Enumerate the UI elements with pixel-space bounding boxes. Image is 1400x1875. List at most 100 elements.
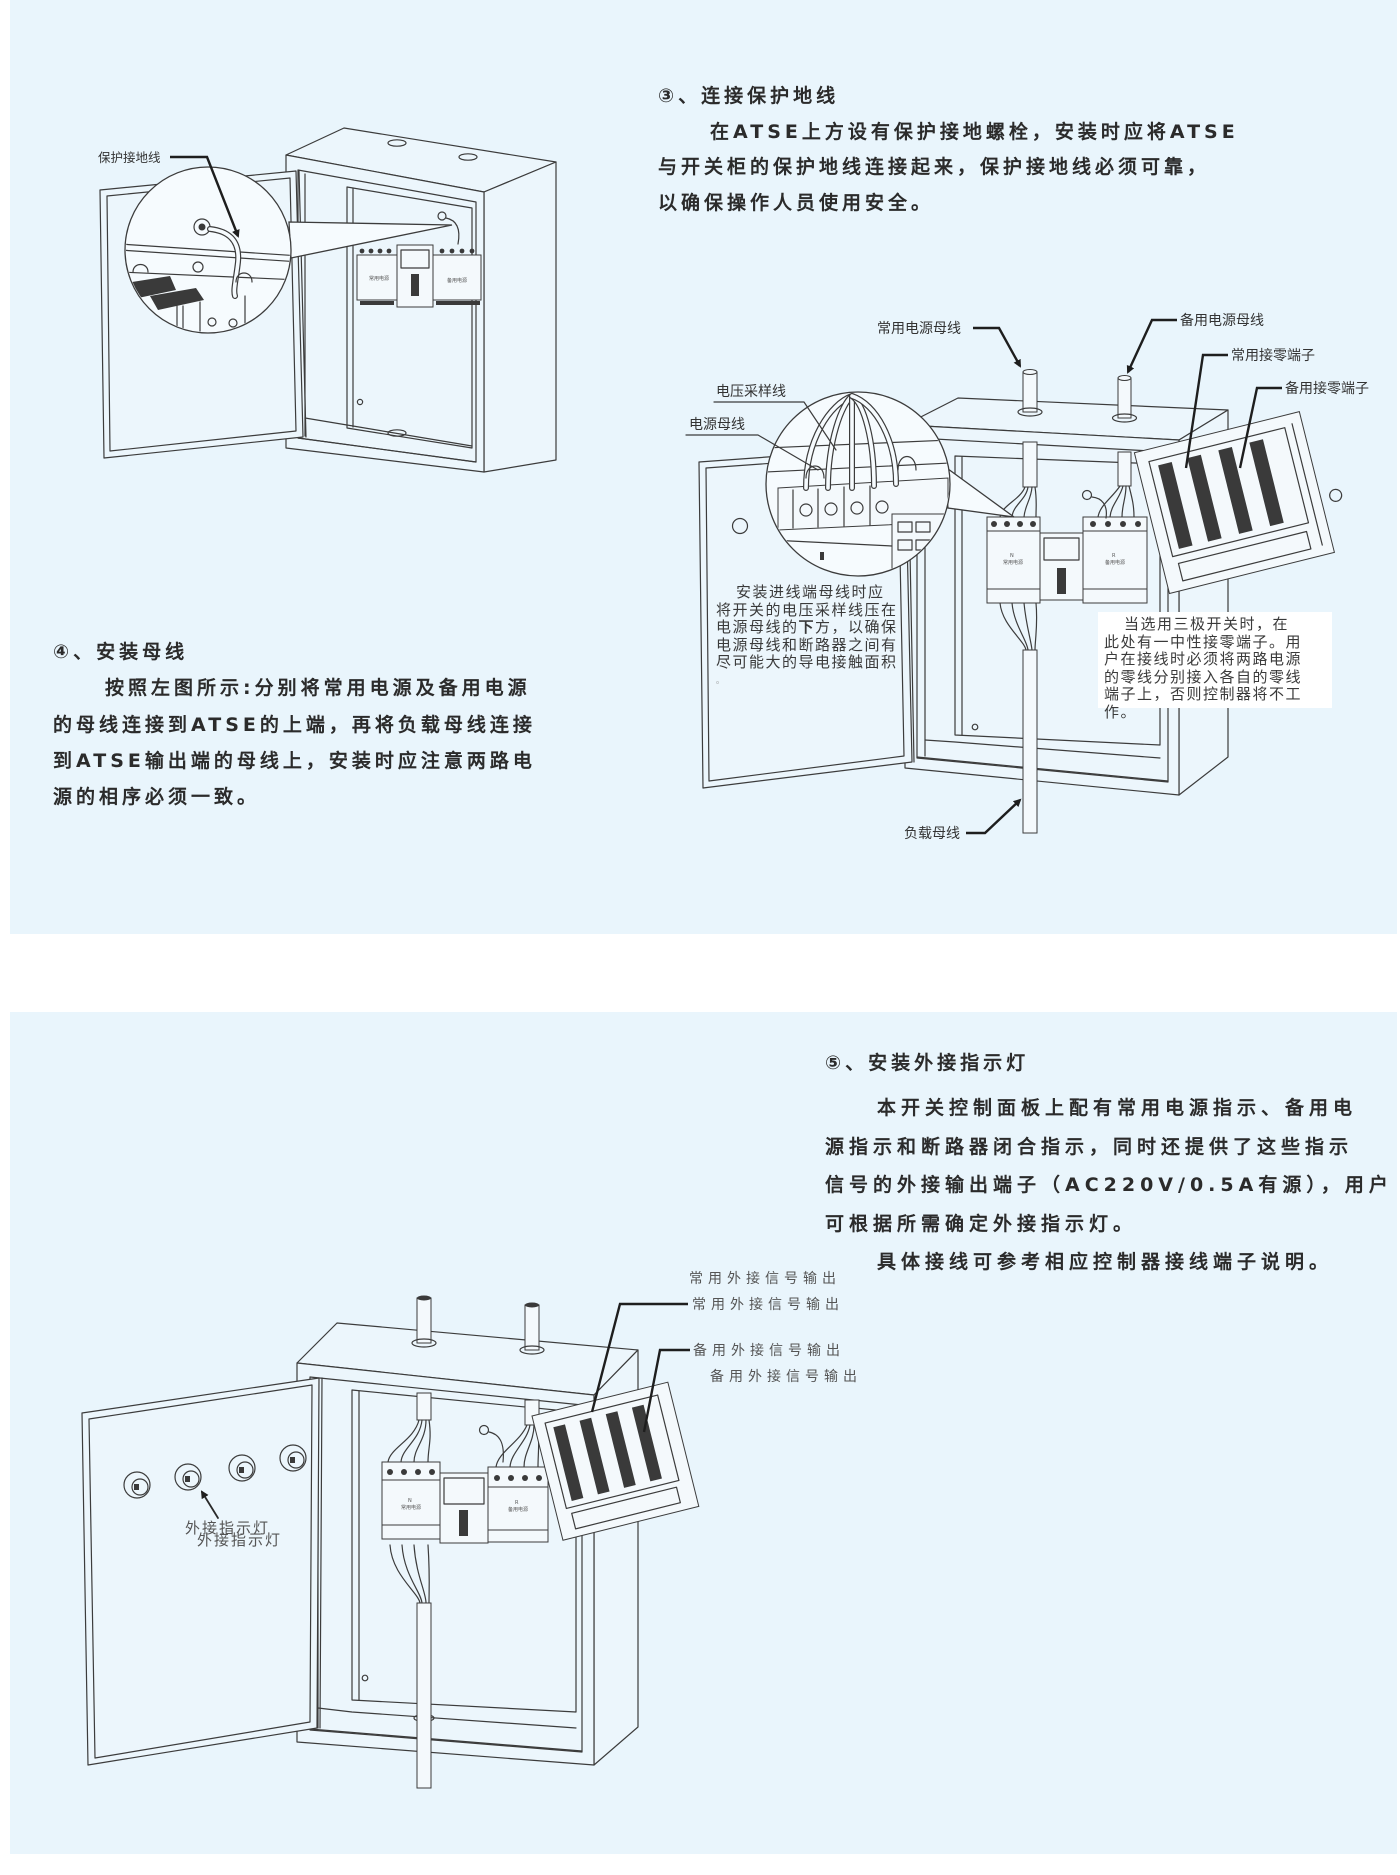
load-wire xyxy=(1023,602,1033,651)
atse-module-label: 备用电源 xyxy=(1105,559,1125,566)
callout-backup-power-busbar: 备用电源母线 xyxy=(1180,312,1264,329)
atse-module-label: 常用电源 xyxy=(1003,559,1023,566)
terminal-screw xyxy=(1030,521,1036,527)
terminal-bolt-icon xyxy=(824,502,838,516)
terminal-screw xyxy=(1135,521,1141,527)
busbar-ring xyxy=(1017,407,1043,417)
terminal-screw xyxy=(459,248,465,254)
terminal-screw xyxy=(469,248,475,254)
terminal-screw xyxy=(1017,521,1023,527)
bottom-ledge xyxy=(309,1728,583,1752)
lamp-core xyxy=(185,1476,190,1482)
lamp-lens xyxy=(182,1470,200,1488)
callout-leader xyxy=(170,155,240,238)
cable-entry-hole xyxy=(387,139,407,147)
paragraph-line: 与开关柜的保护地线连接起来，保护接地线必须可靠， xyxy=(658,156,1211,178)
callout-voltage-sampling-wire: 电压采样线 xyxy=(716,384,786,400)
load-wire xyxy=(427,1544,430,1604)
indicator-lamp-icon xyxy=(228,1454,256,1482)
cabinet-body xyxy=(296,1322,639,1766)
screw-icon xyxy=(971,723,979,731)
ground-wire xyxy=(445,217,460,245)
paragraph-line: 信号的外接输出端子（AC220V/0.5A有源），用户 xyxy=(825,1174,1393,1196)
lamp-bezel xyxy=(123,1471,151,1499)
callout-leader xyxy=(1184,353,1228,469)
lamp-bezel xyxy=(228,1454,256,1482)
signal-terminal-block xyxy=(531,1381,700,1541)
busbar-ring xyxy=(1111,413,1138,423)
diagram-indicator-lamps: N 常用电源 R 备用电源 常用外接信号输出 常用外接信号输出 备用外接信号输出… xyxy=(81,1270,857,1789)
atse-module-symbol: R xyxy=(515,1500,519,1506)
busbar-load xyxy=(389,1544,432,1789)
callout-leader xyxy=(1126,318,1177,374)
terminal-screw xyxy=(377,248,383,254)
hook xyxy=(805,465,825,479)
load-wire xyxy=(999,602,1027,651)
panel-edge xyxy=(126,243,290,257)
terminal-bottom-row xyxy=(1177,530,1312,582)
callout-power-busbar: 电源母线 xyxy=(689,417,745,433)
lamp-lens xyxy=(287,1451,305,1469)
note-line: 尽可能大的导电接触面积 xyxy=(716,653,898,672)
atse-bottom-terminals xyxy=(1082,588,1148,604)
indicator-lamp-icon xyxy=(279,1444,307,1472)
ground-bolt-icon xyxy=(1081,489,1093,501)
panel-edge xyxy=(126,271,290,281)
busbar-wire xyxy=(1034,486,1037,518)
cable-entry-hole xyxy=(458,153,478,161)
paragraph-line: 的母线连接到ATSE的上端，再将负载母线连接 xyxy=(53,713,536,736)
callout-leader xyxy=(966,798,1022,835)
atse-module-normal xyxy=(356,254,398,301)
callout-leader xyxy=(1238,386,1282,469)
terminal-bolt-icon xyxy=(799,503,813,517)
paragraph-line: 源的相序必须一致。 xyxy=(53,786,261,809)
terminal-screw xyxy=(1105,521,1111,527)
busbar-backup xyxy=(1097,375,1138,518)
section-heading: ④、安装母线 xyxy=(53,641,189,663)
terminal-strip xyxy=(579,1417,610,1495)
terminal-screw xyxy=(387,1469,393,1475)
atse-module-normal xyxy=(381,1479,441,1526)
atse-module-label: 备用电源 xyxy=(447,277,467,284)
terminal-strip-backup xyxy=(1249,439,1284,527)
cabinet-front-face xyxy=(285,154,485,473)
atse-module-label: 常用电源 xyxy=(401,1504,421,1511)
paragraph-line: 可根据所需确定外接指示灯。 xyxy=(825,1212,1138,1235)
callout-protective-ground-wire: 保护接地线 xyxy=(98,150,161,165)
hook xyxy=(897,455,917,471)
lamp-lens xyxy=(236,1461,254,1479)
atse-module-label: 备用电源 xyxy=(508,1506,528,1513)
cabinet-side-face xyxy=(483,161,557,473)
controller-window xyxy=(400,249,430,269)
busbar-tube-inside xyxy=(1022,441,1038,488)
callout-normal-power-busbar: 常用电源母线 xyxy=(877,321,961,337)
terminal-screw xyxy=(1090,521,1096,527)
door-hinge-edge xyxy=(298,170,307,438)
terminal-strip-normal xyxy=(1158,462,1193,549)
busbar-tube xyxy=(524,1304,540,1351)
magnifier-detail xyxy=(765,391,951,577)
ground-wire-core xyxy=(208,227,240,298)
callout-normal-signal-output: 常用外接信号输出 xyxy=(689,1270,841,1287)
busbar-wire xyxy=(523,1424,535,1468)
atse-switch: N 常用电源 R 备用电源 xyxy=(986,489,1148,604)
diagram-ground-wire: 常用电源 备用电源 xyxy=(98,127,557,473)
busbar-wire xyxy=(1128,485,1135,518)
ground-bolt-icon xyxy=(437,211,447,221)
note-emphasis: 下 xyxy=(798,618,816,637)
callout-leader xyxy=(973,326,1022,368)
load-wire xyxy=(1034,602,1038,651)
terminal-screw xyxy=(386,248,392,254)
paragraph-line: 本开关控制面板上配有常用电源指示、备用电 xyxy=(877,1097,1358,1119)
busbar-wire xyxy=(1097,485,1121,518)
terminal-bolt-icon xyxy=(850,501,864,515)
terminal-frame xyxy=(531,1381,700,1541)
note-line: 端子上，否则控制器将不工 xyxy=(1104,685,1303,704)
bolt-icon xyxy=(1329,488,1343,502)
atse-bottom-terminals xyxy=(381,1524,441,1540)
callout-arrow xyxy=(200,1490,219,1519)
atse-module-symbol: R xyxy=(1112,553,1116,559)
busbar-ring xyxy=(519,1345,545,1355)
terminal-screw xyxy=(1120,521,1126,527)
paragraph-line: 按照左图所示:分别将常用电源及备用电源 xyxy=(105,677,531,700)
